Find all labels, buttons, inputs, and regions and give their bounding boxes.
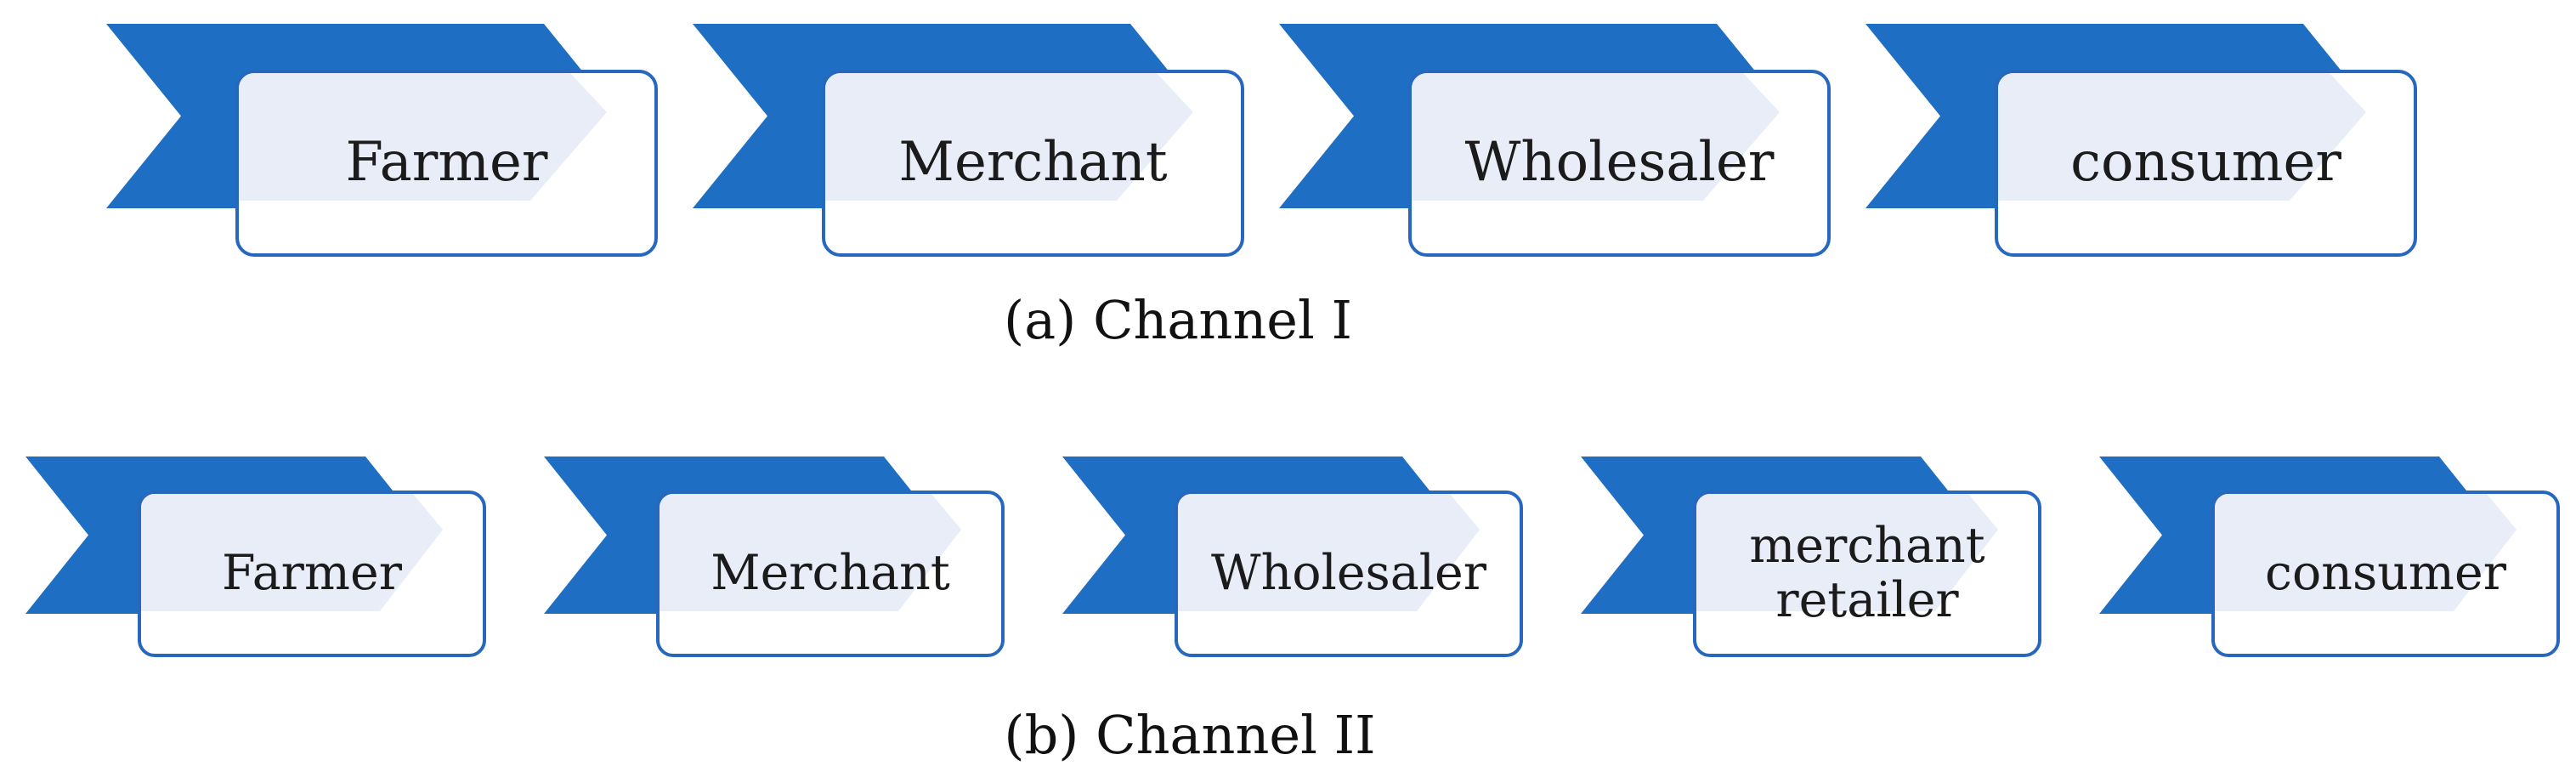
node-label-line: Farmer — [222, 545, 402, 602]
node-label-line: Wholesaler — [1210, 545, 1487, 602]
chevron-highlight-icon — [2215, 494, 2517, 611]
node-label: Farmer — [239, 73, 654, 253]
chevron-highlight-icon — [1696, 494, 1998, 611]
node-label-line: consumer — [2070, 131, 2341, 195]
node-label-line: Farmer — [345, 131, 548, 195]
node-label: Wholesaler — [1178, 494, 1520, 654]
chevron-highlight-icon — [141, 494, 443, 611]
node-box: Merchant — [656, 491, 1005, 657]
chevron-highlight-icon — [825, 73, 1193, 201]
row-caption: (a) Channel I — [1004, 289, 1352, 351]
node-label: Merchant — [825, 73, 1241, 253]
node-label: Wholesaler — [1412, 73, 1827, 253]
chevron-highlight-icon — [1412, 73, 1780, 201]
node-box: consumer — [1995, 70, 2417, 257]
node-box: consumer — [2211, 491, 2560, 657]
node-box: Wholesaler — [1408, 70, 1831, 257]
node-label: Farmer — [141, 494, 483, 654]
chevron-highlight-icon — [1998, 73, 2366, 201]
node-label-line: Merchant — [711, 545, 950, 602]
node-label: consumer — [2215, 494, 2556, 654]
node-box: Wholesaler — [1175, 491, 1523, 657]
node-box: Farmer — [235, 70, 658, 257]
node-label-line: merchant — [1749, 518, 1985, 575]
node-box: Merchant — [822, 70, 1244, 257]
chevron-highlight-icon — [239, 73, 607, 201]
chevron-highlight-icon — [660, 494, 961, 611]
node-label-line: consumer — [2265, 545, 2506, 602]
row-caption: (b) Channel II — [1004, 704, 1376, 766]
node-label: consumer — [1998, 73, 2414, 253]
chevron-highlight-icon — [1178, 494, 1480, 611]
node-label-line: Merchant — [898, 131, 1168, 195]
node-box: Farmer — [138, 491, 486, 657]
node-label-line: Wholesaler — [1464, 131, 1775, 195]
node-label-line: retailer — [1775, 572, 1959, 628]
node-label: Merchant — [660, 494, 1001, 654]
